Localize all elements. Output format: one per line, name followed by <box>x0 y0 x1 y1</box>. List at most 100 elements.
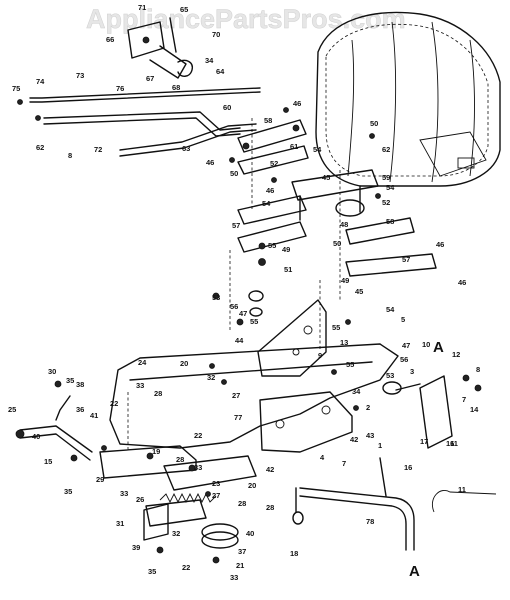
part-number: 47 <box>402 341 410 350</box>
part-number: 8 <box>68 151 72 160</box>
part-number: 28 <box>176 455 184 464</box>
part-number: 22 <box>182 563 190 572</box>
part-number: 71 <box>138 3 146 12</box>
part-number: 66 <box>106 35 114 44</box>
callout-a-top: A <box>433 339 444 356</box>
part-number: 77 <box>234 413 242 422</box>
part-number: 34 <box>205 56 214 65</box>
part-number: 7 <box>342 459 346 468</box>
part-number: 76 <box>116 84 124 93</box>
part-number: 50 <box>333 239 341 248</box>
part-number: 32 <box>207 373 215 382</box>
part-number: 59 <box>382 173 390 182</box>
part-number: 73 <box>76 71 84 80</box>
part-number: 29 <box>96 475 104 484</box>
part-number: 40 <box>32 432 40 441</box>
part-number: 47 <box>239 309 247 318</box>
side-plate <box>257 299 327 377</box>
shift-bracket <box>127 17 193 79</box>
left-linkage <box>15 380 93 462</box>
hardware <box>17 99 381 497</box>
part-number: 61 <box>290 142 298 151</box>
part-number: 28 <box>154 389 162 398</box>
part-number: 74 <box>36 77 45 86</box>
part-number: 55 <box>332 323 340 332</box>
part-number: 16 <box>404 463 412 472</box>
part-number: 22 <box>194 431 202 440</box>
part-number: 17 <box>420 437 428 446</box>
part-number: 65 <box>180 5 188 14</box>
part-number: 53 <box>386 371 394 380</box>
part-number: 19 <box>152 447 160 456</box>
part-number: 4 <box>320 453 325 462</box>
part-number: 54 <box>262 199 271 208</box>
middle-brackets <box>237 195 437 277</box>
part-number: 42 <box>266 465 274 474</box>
part-number: 50 <box>370 119 378 128</box>
part-number: 55 <box>268 241 276 250</box>
part-number: 54 <box>386 305 395 314</box>
part-number: 55 <box>346 360 354 369</box>
part-number: 44 <box>235 336 244 345</box>
part-number: 46 <box>266 186 274 195</box>
part-number: 20 <box>248 481 256 490</box>
part-number: 2 <box>366 403 370 412</box>
part-number: 31 <box>116 519 124 528</box>
part-number: 33 <box>194 463 202 472</box>
part-number: 72 <box>94 145 102 154</box>
part-number: 9 <box>318 351 322 360</box>
part-number: 26 <box>136 495 144 504</box>
part-number: 24 <box>138 358 147 367</box>
part-number: 38 <box>76 380 84 389</box>
part-number: 46 <box>206 158 214 167</box>
part-number: 68 <box>172 83 180 92</box>
part-number: 67 <box>146 74 154 83</box>
part-number: 46 <box>293 99 301 108</box>
part-number: 56 <box>230 302 238 311</box>
watermark: AppliancePartsPros.com <box>86 4 406 34</box>
part-number: 49 <box>341 276 349 285</box>
part-number: 27 <box>212 491 220 500</box>
part-number: 36 <box>76 405 84 414</box>
routing-lines <box>127 118 341 452</box>
part-number: 12 <box>452 350 460 359</box>
tank-assembly <box>315 11 501 187</box>
part-number: 33 <box>120 489 128 498</box>
part-number: 16 <box>446 439 454 448</box>
part-number: 10 <box>422 340 430 349</box>
part-number: 13 <box>340 338 348 347</box>
callout-a-bottom: A <box>409 563 420 580</box>
part-number: 45 <box>322 173 330 182</box>
part-number: 7 <box>462 395 466 404</box>
part-number: 60 <box>223 103 231 112</box>
part-number: 75 <box>12 84 20 93</box>
part-number: 35 <box>66 376 74 385</box>
part-number: 21 <box>236 561 244 570</box>
part-number: 54 <box>313 145 322 154</box>
part-number: 5 <box>401 315 405 324</box>
part-number: 53 <box>212 293 220 302</box>
part-number: 32 <box>172 529 180 538</box>
part-number: 3 <box>410 367 414 376</box>
part-number: 52 <box>382 198 390 207</box>
part-number-labels: 71 65 66 70 34 64 67 68 75 74 73 76 62 8… <box>8 3 480 582</box>
part-number: 22 <box>110 399 118 408</box>
part-number: 45 <box>355 287 363 296</box>
part-number: 42 <box>350 435 358 444</box>
main-frame <box>109 343 399 453</box>
part-number: 50 <box>230 169 238 178</box>
part-number: 70 <box>212 30 220 39</box>
part-number: 40 <box>246 529 254 538</box>
part-number: 15 <box>44 457 52 466</box>
part-number: 62 <box>36 143 44 152</box>
control-rods <box>29 87 261 157</box>
part-number: 35 <box>148 567 156 576</box>
part-number: 18 <box>290 549 298 558</box>
lower-rod <box>292 457 497 551</box>
part-number: 11 <box>450 439 458 448</box>
part-number: 63 <box>182 144 190 153</box>
part-number: 33 <box>230 573 238 582</box>
part-number: 78 <box>366 517 374 526</box>
part-number: 54 <box>386 183 395 192</box>
